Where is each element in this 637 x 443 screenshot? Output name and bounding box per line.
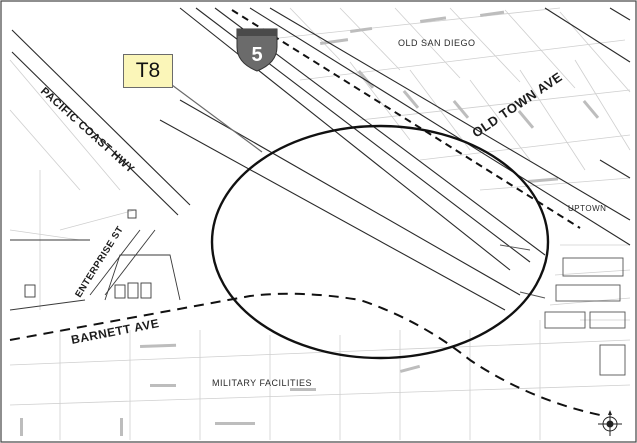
- enterprise-area: [9, 209, 181, 311]
- railroad-dashed: [231, 9, 581, 229]
- callout-leader-line: [171, 84, 263, 153]
- interstate-shield-icon: 5: [236, 28, 278, 72]
- uptown-blocks: [499, 244, 626, 376]
- minor-street-labels: [20, 10, 600, 436]
- callout-t8: T8: [123, 54, 173, 88]
- project-area-circle: [210, 124, 550, 360]
- label-old-san-diego: OLD SAN DIEGO: [398, 38, 476, 48]
- barnett-ave-dashed: [9, 292, 601, 416]
- north-arrow-icon: [598, 410, 622, 436]
- label-military-facilities: MILITARY FACILITIES: [212, 378, 312, 388]
- interstate-number: 5: [251, 44, 262, 66]
- label-uptown: UPTOWN: [568, 204, 606, 213]
